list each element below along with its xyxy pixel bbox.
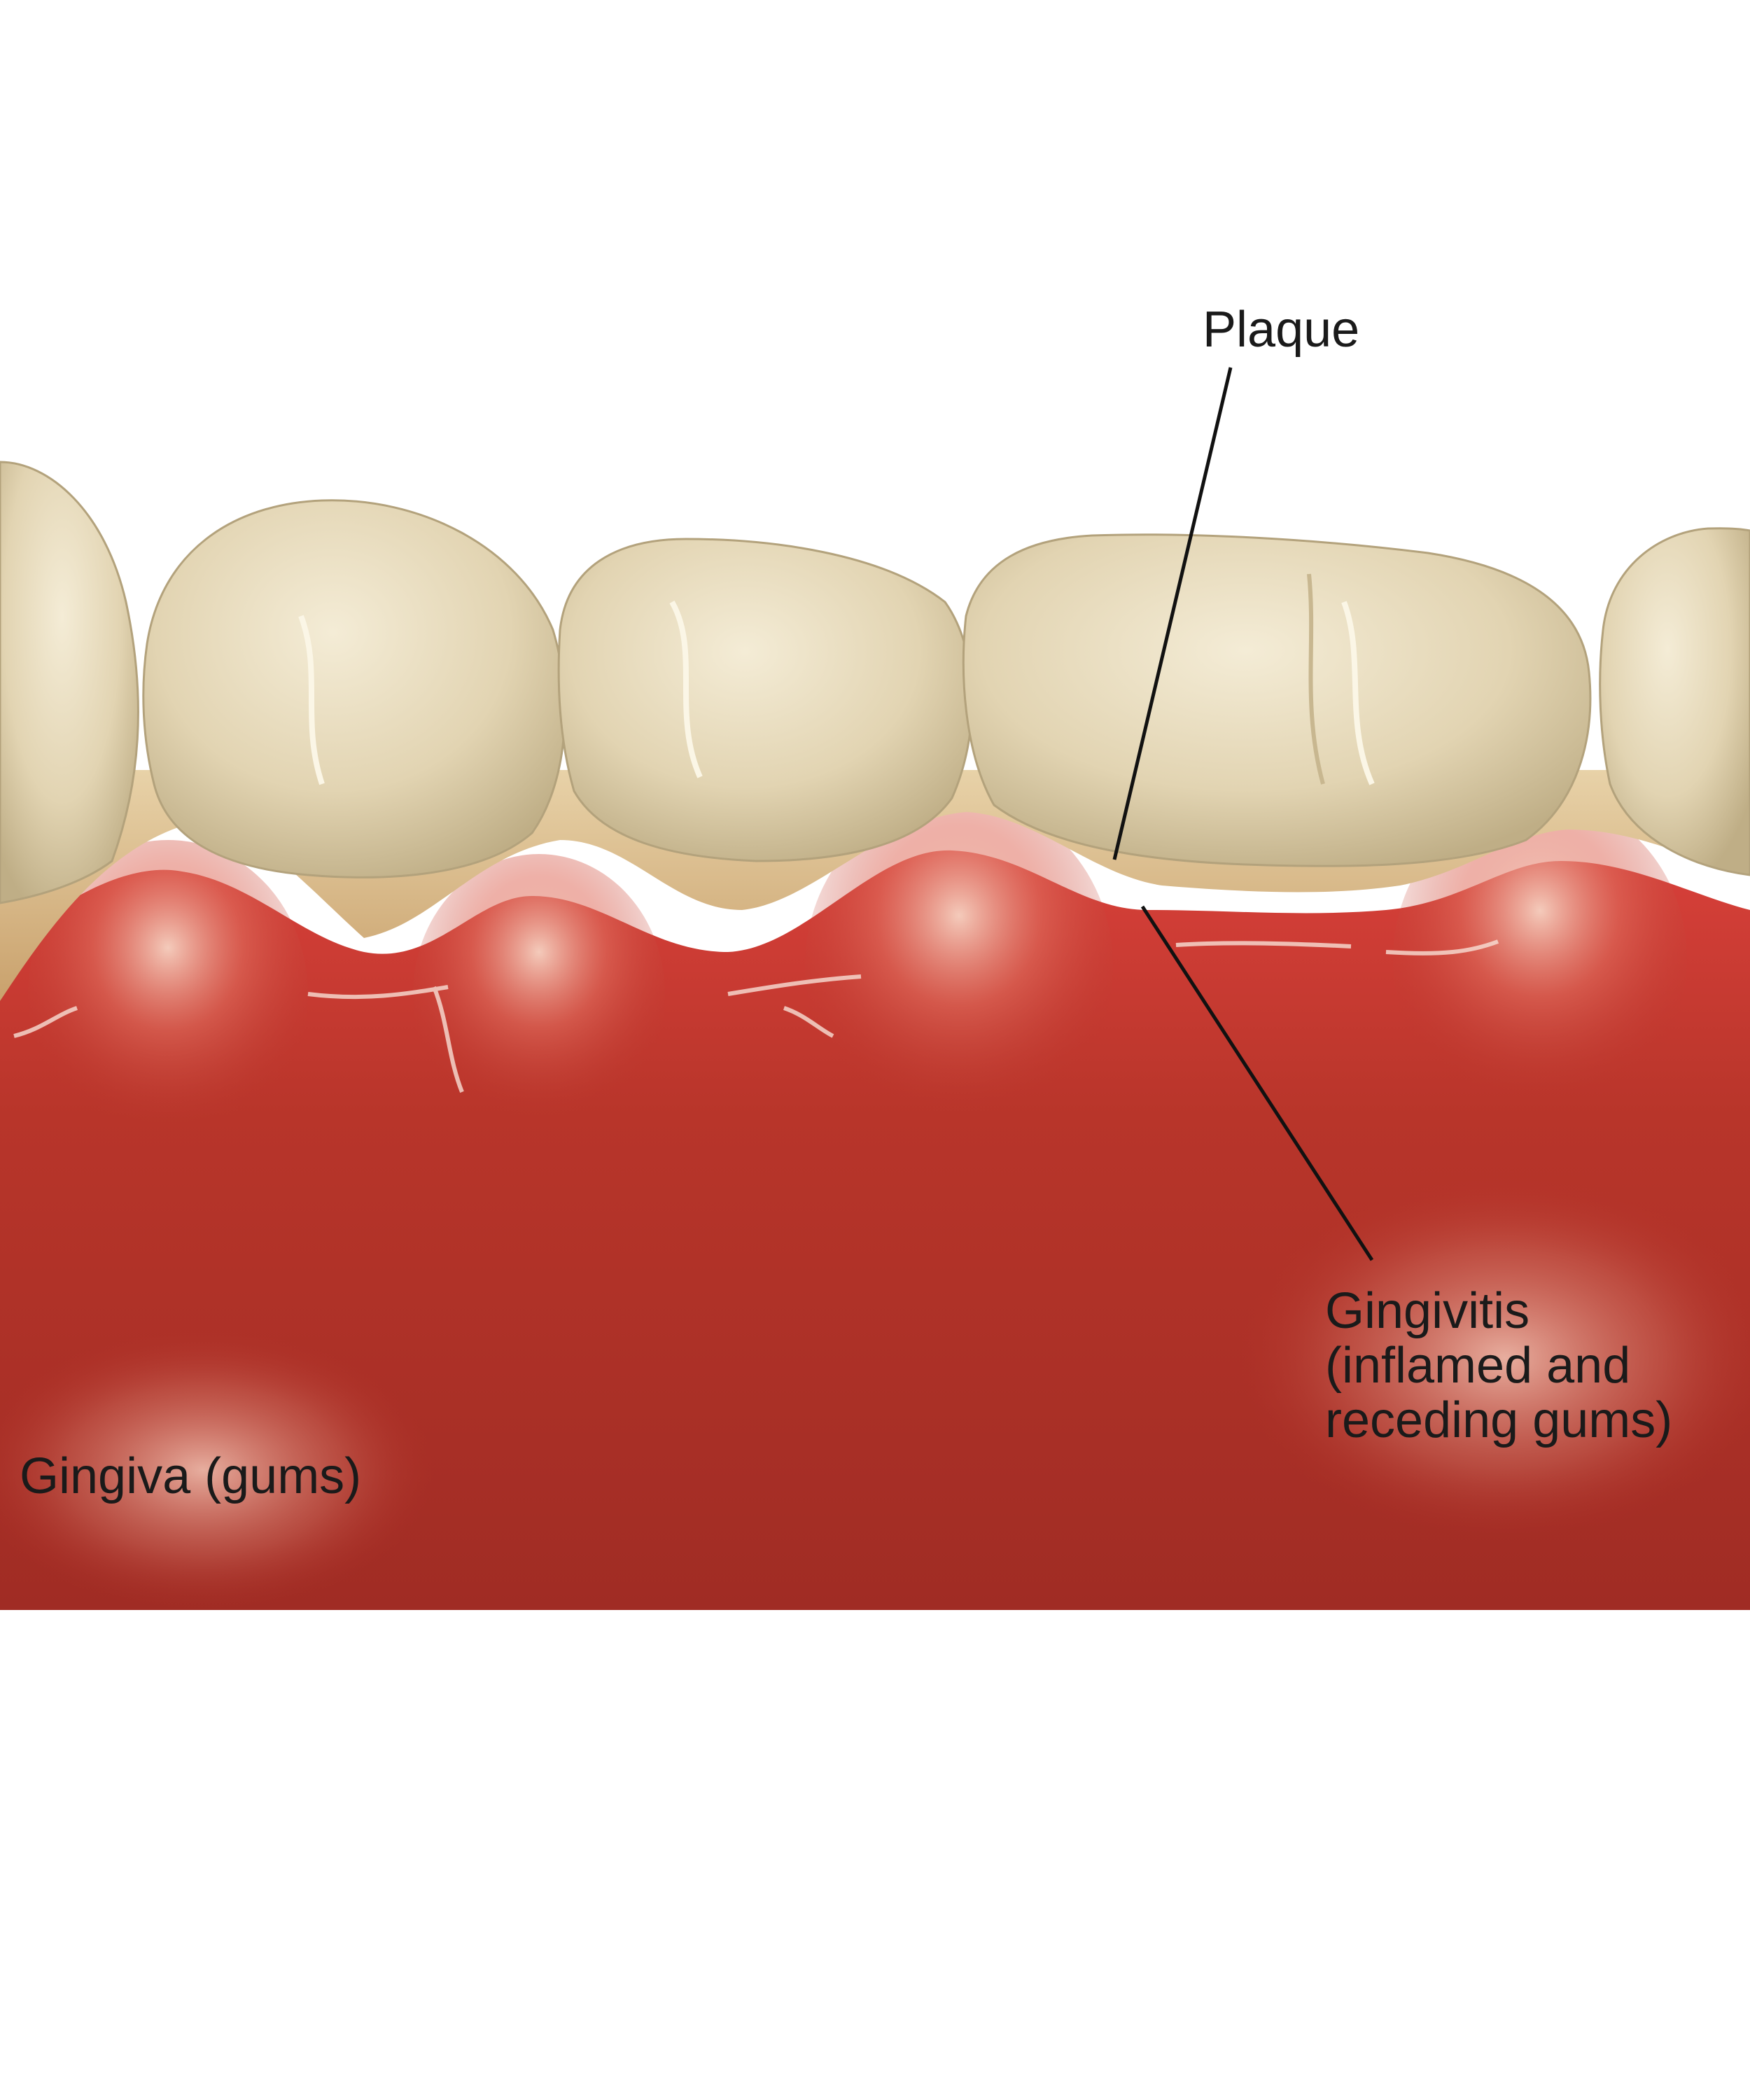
gingivitis-label: Gingivitis (inflamed and receding gums) [1325, 1284, 1672, 1448]
gingivitis-label-line-3: receding gums) [1325, 1392, 1673, 1448]
gingiva-shape [0, 798, 1750, 1610]
teeth [0, 461, 1750, 904]
gingivitis-label-line-2: (inflamed and [1325, 1338, 1631, 1394]
plaque-leader-line [1112, 367, 1233, 860]
plaque-label: Plaque [1203, 302, 1360, 358]
gingivitis-label-line-1: Gingivitis [1325, 1283, 1530, 1339]
tooth-5 [1599, 527, 1750, 876]
gingiva-label: Gingiva (gums) [20, 1448, 362, 1504]
tooth-3 [557, 538, 974, 862]
gingivitis-leader-line [1140, 905, 1374, 1261]
tooth-1 [0, 461, 139, 904]
tooth-4 [962, 533, 1592, 867]
tooth-2 [142, 499, 566, 878]
